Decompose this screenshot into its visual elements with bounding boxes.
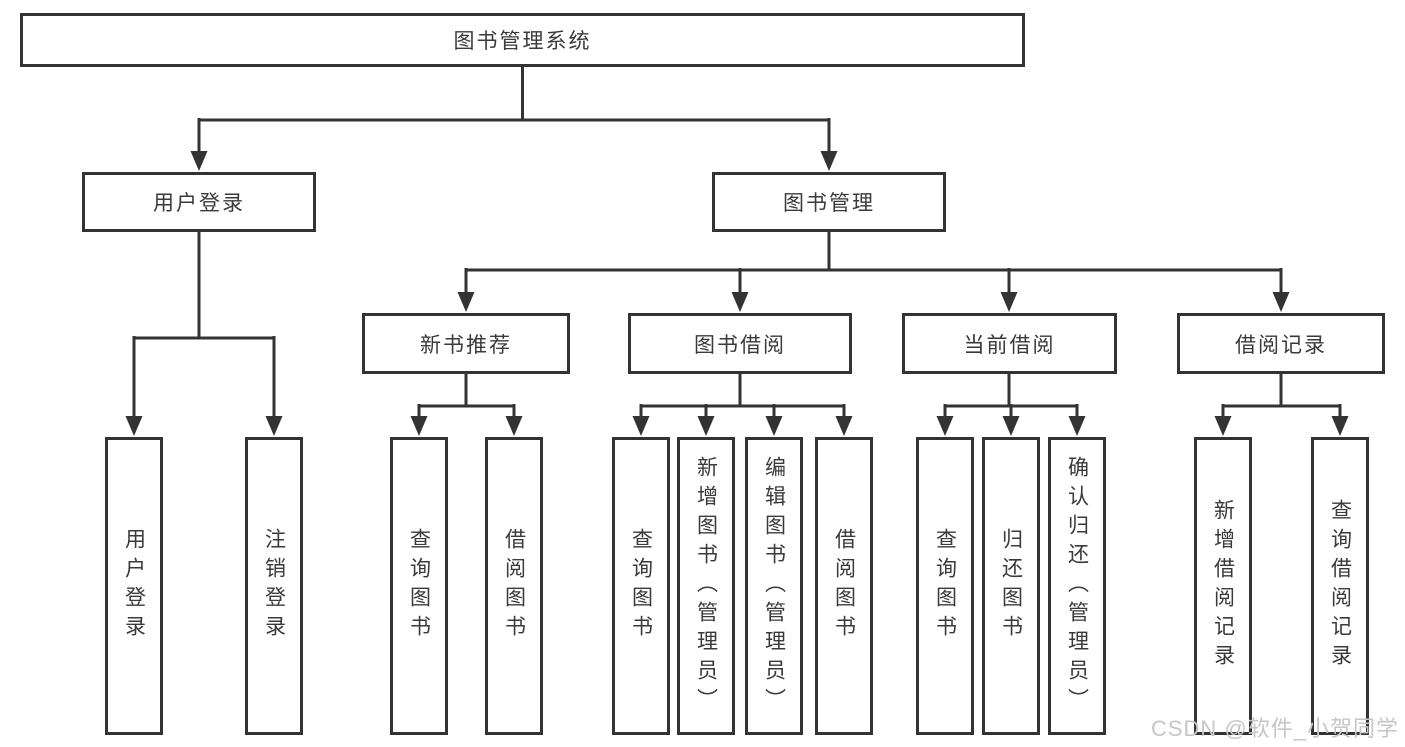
leaf-confirm-return-admin-label: 确认归还（管理员） bbox=[1065, 455, 1089, 717]
node-new-book-recommend-label: 新书推荐 bbox=[420, 333, 512, 357]
leaf-add-borrow-record: 新增借阅记录 bbox=[1194, 437, 1252, 735]
leaf-query-books-current: 查询图书 bbox=[916, 437, 974, 735]
node-user-login: 用户登录 bbox=[82, 172, 316, 232]
leaf-logout-label: 注销登录 bbox=[262, 528, 286, 644]
leaf-query-borrow-record: 查询借阅记录 bbox=[1311, 437, 1369, 735]
leaf-query-borrow-record-label: 查询借阅记录 bbox=[1328, 499, 1352, 673]
leaf-borrow-books-borrowing-label: 借阅图书 bbox=[832, 528, 856, 644]
leaf-user-login-label: 用户登录 bbox=[122, 528, 146, 644]
leaf-logout: 注销登录 bbox=[245, 437, 303, 735]
leaf-borrow-books-recommend: 借阅图书 bbox=[485, 437, 543, 735]
leaf-return-books-label: 归还图书 bbox=[999, 528, 1023, 644]
leaf-edit-books-admin: 编辑图书（管理员） bbox=[745, 437, 803, 735]
leaf-add-books-admin-label: 新增图书（管理员） bbox=[694, 455, 718, 717]
csdn-watermark: CSDN @软件_小贺同学 bbox=[1150, 716, 1399, 741]
leaf-add-books-admin: 新增图书（管理员） bbox=[677, 437, 735, 735]
leaf-confirm-return-admin: 确认归还（管理员） bbox=[1048, 437, 1106, 735]
leaf-query-books-recommend-label: 查询图书 bbox=[407, 528, 431, 644]
node-library-system: 图书管理系统 bbox=[20, 13, 1025, 67]
leaf-query-books-borrowing-label: 查询图书 bbox=[629, 528, 653, 644]
leaf-return-books: 归还图书 bbox=[982, 437, 1040, 735]
node-library-system-label: 图书管理系统 bbox=[453, 30, 592, 53]
node-book-management-label: 图书管理 bbox=[783, 192, 875, 215]
node-book-borrowing-label: 图书借阅 bbox=[694, 333, 786, 357]
leaf-query-books-borrowing: 查询图书 bbox=[612, 437, 670, 735]
node-borrowing-records: 借阅记录 bbox=[1177, 313, 1385, 374]
node-current-borrowing-label: 当前借阅 bbox=[963, 333, 1056, 357]
node-borrowing-records-label: 借阅记录 bbox=[1235, 333, 1327, 357]
leaf-add-borrow-record-label: 新增借阅记录 bbox=[1211, 499, 1235, 673]
node-user-login-label: 用户登录 bbox=[153, 192, 245, 215]
node-new-book-recommend: 新书推荐 bbox=[362, 313, 570, 374]
leaf-edit-books-admin-label: 编辑图书（管理员） bbox=[762, 455, 786, 717]
leaf-query-books-recommend: 查询图书 bbox=[390, 437, 448, 735]
leaf-borrow-books-borrowing: 借阅图书 bbox=[815, 437, 873, 735]
leaf-query-books-current-label: 查询图书 bbox=[933, 528, 957, 644]
leaf-borrow-books-recommend-label: 借阅图书 bbox=[502, 528, 526, 644]
leaf-user-login: 用户登录 bbox=[105, 437, 163, 735]
node-current-borrowing: 当前借阅 bbox=[902, 313, 1117, 374]
node-book-borrowing: 图书借阅 bbox=[628, 313, 852, 374]
node-book-management: 图书管理 bbox=[712, 172, 946, 232]
